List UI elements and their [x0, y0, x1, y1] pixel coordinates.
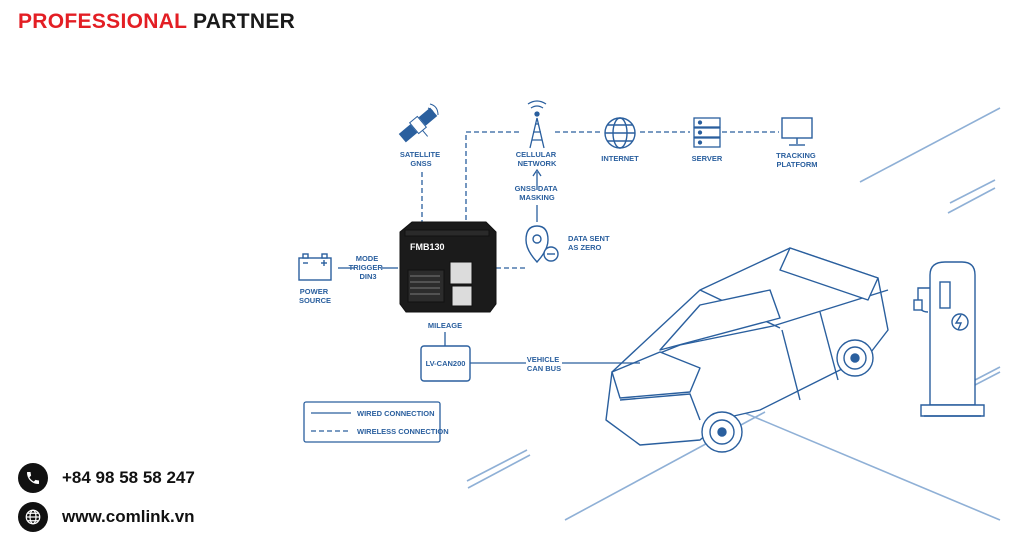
brand-word-professional: PROFESSIONAL — [18, 10, 187, 33]
cellular-tower-icon — [527, 100, 547, 149]
legend: WIRED CONNECTION WIRELESS CONNECTION — [303, 401, 449, 443]
server-label: SERVER — [692, 154, 723, 163]
road-lines — [466, 107, 1001, 521]
server-icon — [693, 117, 721, 148]
contact-website-row[interactable]: www.comlink.vn — [18, 502, 195, 532]
internet-globe-icon — [604, 117, 636, 149]
device-model: FMB130 — [410, 242, 445, 252]
lv-can200-label: LV-CAN200 — [426, 359, 466, 368]
contact-phone-row[interactable]: +84 98 58 58 247 — [18, 463, 195, 493]
lv-can200-box — [420, 345, 471, 382]
wired-links — [338, 168, 640, 364]
website-url[interactable]: www.comlink.vn — [62, 507, 195, 526]
power-source-label: POWER SOURCE — [299, 287, 331, 305]
legend-box — [303, 401, 441, 443]
monitor-icon — [781, 117, 813, 146]
data-sent-label: DATA SENT AS ZERO — [568, 234, 612, 252]
location-pin-icon — [525, 225, 559, 264]
wireless-links — [421, 131, 779, 269]
vehicle-truck — [605, 247, 889, 453]
cellular-label: CELLULAR NETWORK — [516, 150, 559, 168]
tracker-device — [399, 221, 497, 313]
brand-title: PROFESSIONAL PARTNER — [18, 10, 295, 34]
mileage-label: MILEAGE — [428, 321, 462, 330]
brand-word-partner: PARTNER — [193, 10, 296, 33]
charging-station — [913, 261, 985, 417]
battery-icon — [298, 253, 332, 281]
phone-number[interactable]: +84 98 58 58 247 — [62, 468, 195, 487]
mode-trigger-label: MODE TRIGGER- DIN3 — [349, 254, 388, 281]
gnss-masking-label: GNSS DATA MASKING — [515, 184, 560, 202]
satellite-icon — [398, 103, 439, 143]
globe-icon — [18, 502, 48, 532]
tracking-label: TRACKING PLATFORM — [776, 151, 818, 169]
legend-wireless-label: WIRELESS CONNECTION — [357, 427, 449, 436]
phone-icon — [18, 463, 48, 493]
legend-wired-label: WIRED CONNECTION — [357, 409, 435, 418]
internet-label: INTERNET — [601, 154, 639, 163]
satellite-label: SATELLITE GNSS — [400, 150, 442, 168]
vehicle-can-label: VEHICLE CAN BUS — [527, 355, 562, 373]
